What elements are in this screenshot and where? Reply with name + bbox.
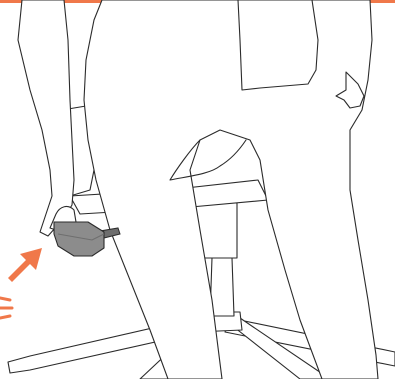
up-right-arrow-icon [8,248,42,282]
person-left-arm [18,0,74,236]
chair-cylinder [210,258,234,316]
motion-lines-icon [0,298,12,318]
